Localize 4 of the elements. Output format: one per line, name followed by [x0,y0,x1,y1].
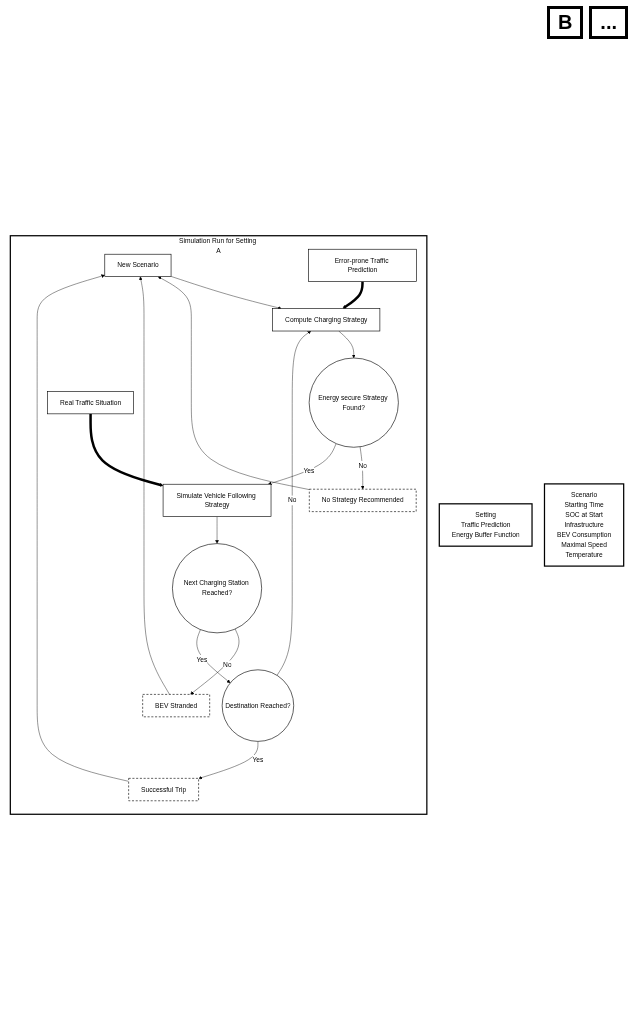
stacked-sheet-label: B [546,6,584,39]
arrow [342,281,364,309]
stacked-sheet-label: ... [589,6,628,39]
arrow [89,413,164,487]
